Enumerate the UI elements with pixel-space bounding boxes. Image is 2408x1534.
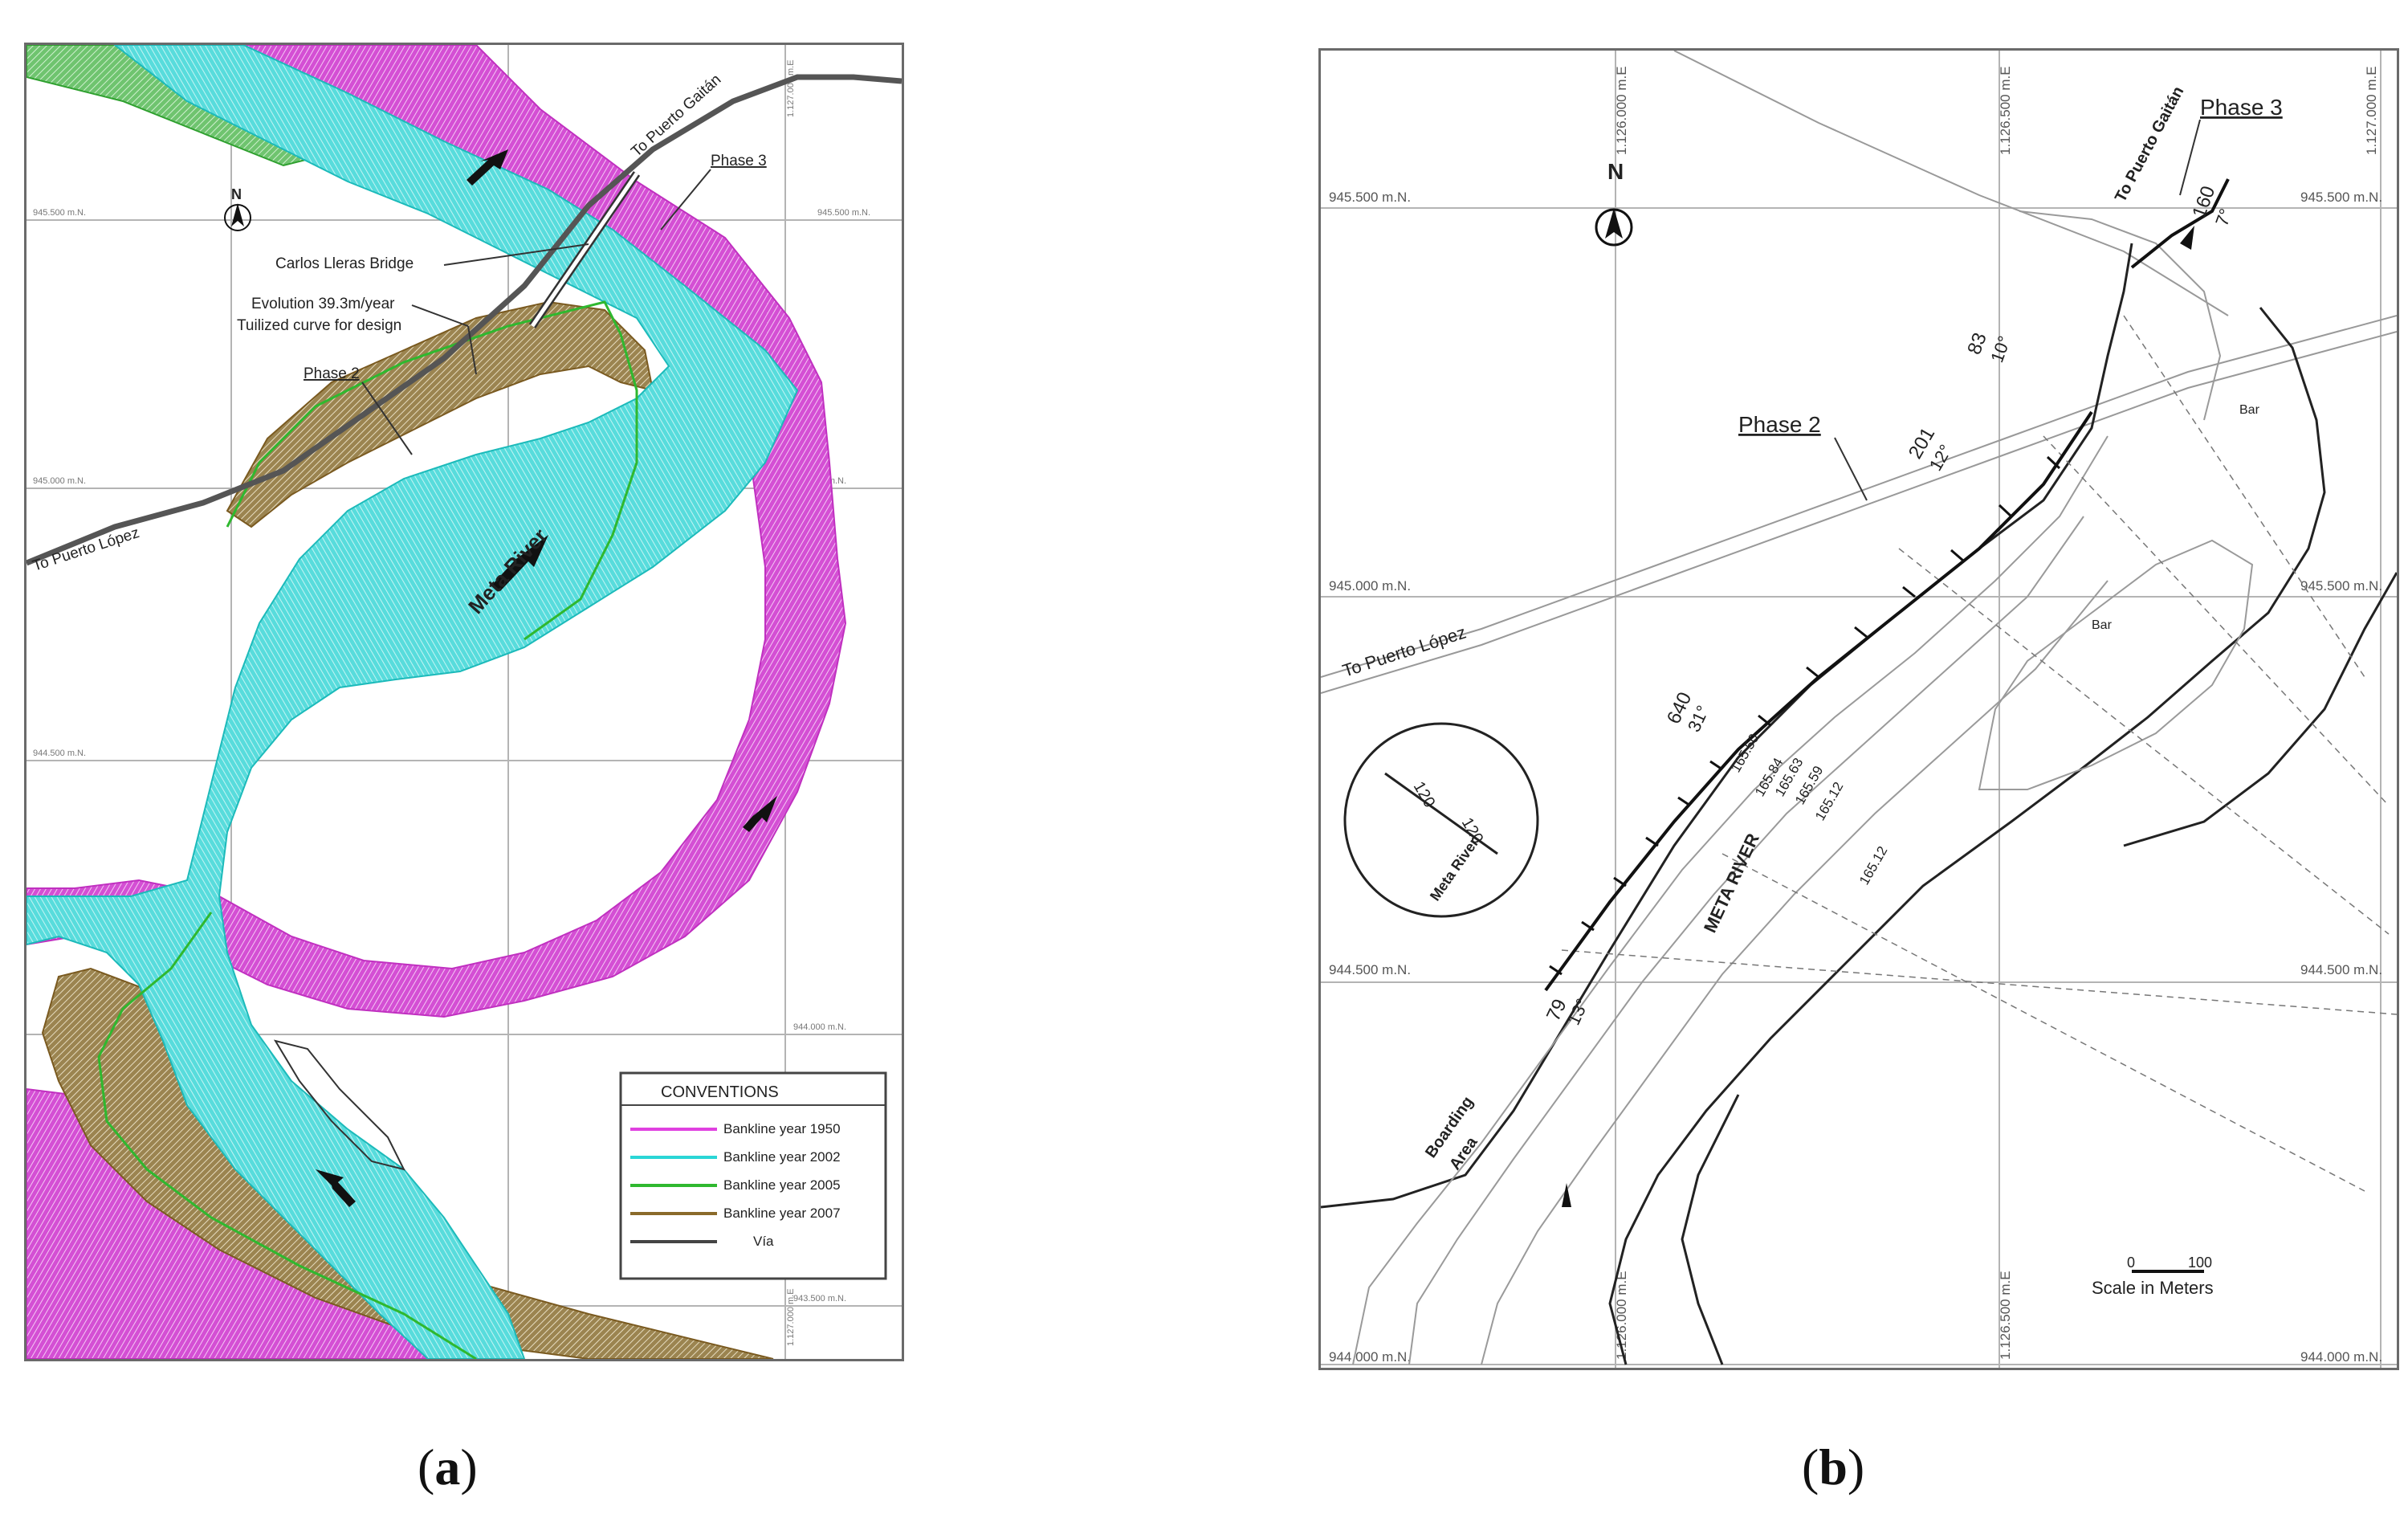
bar-label: Bar (2239, 403, 2260, 417)
north-arrow-icon: N (224, 186, 251, 231)
flow-arrow-icon (743, 796, 777, 832)
detail-inset: 120 120 Meta River (1343, 722, 1539, 918)
roads (1321, 51, 2397, 694)
coord-label: 943.500 m.N. (793, 1294, 846, 1303)
flow-arrows (316, 149, 777, 1207)
caption-letter: b (1819, 1438, 1848, 1495)
caption-a: (a) (418, 1438, 478, 1495)
caption-b: (b) (1802, 1438, 1865, 1495)
flow-arrows (1562, 226, 2194, 1207)
coord-label: 1.126.500 m.E (1998, 1271, 2013, 1360)
coord-label: 945.500 m.N. (2300, 578, 2382, 594)
legend-item: Bankline year 2002 (630, 1149, 841, 1165)
coord-label: 1.126.000 m.E (1614, 66, 1629, 155)
coord-label: 1.127.000 m.E (786, 59, 796, 117)
phase2-label: Phase 2 (304, 365, 360, 382)
inset-dimension: 120 (1410, 779, 1439, 811)
bankline-2005-line (97, 300, 638, 1359)
coord-label: 945.500 m.N. (817, 208, 870, 218)
coord-label: 1.127.000 m.E (786, 1288, 796, 1346)
coord-label: 944.000 m.N. (793, 1022, 846, 1032)
scale-bar: 0 100 Scale in Meters (2092, 1255, 2214, 1298)
north-arrow-icon: N (1595, 159, 1633, 247)
scale-zero: 0 (2127, 1255, 2135, 1271)
legend: CONVENTIONS Bankline year 1950 Bankline … (619, 1071, 887, 1280)
bankline-map: 945.500 m.N. 945.500 m.N. 945.000 m.N. 9… (26, 45, 902, 1359)
coord-label: 944.500 m.N. (33, 749, 86, 758)
evolution-label: Evolution 39.3m/year (251, 296, 395, 312)
phase2-label: Phase 2 (1738, 412, 1821, 437)
north-label: N (1607, 159, 1624, 184)
coord-label: 945.500 m.N. (1329, 190, 1411, 205)
carlos-lleras-bridge (528, 171, 641, 328)
coord-label: 944.500 m.N. (2300, 962, 2382, 977)
map-panel-b: 945.500 m.N. 945.500 m.N. 945.000 m.N. 9… (1318, 48, 2399, 1370)
grid-lines (1321, 51, 2397, 1368)
legend-label: Bankline year 2007 (723, 1206, 841, 1221)
scale-hundred: 100 (2188, 1255, 2212, 1271)
legend-label: Vía (753, 1234, 774, 1249)
dimension-label: 83 (1963, 330, 1991, 357)
flow-arrow-icon (316, 1169, 356, 1207)
legend-label: Bankline year 1950 (723, 1121, 841, 1136)
coord-label: 944.500 m.N. (1329, 962, 1411, 977)
legend-item: Bankline year 2007 (630, 1206, 841, 1221)
coord-label: 1.127.000 m.E (2364, 66, 2379, 155)
design-plan-map: 945.500 m.N. 945.500 m.N. 945.000 m.N. 9… (1321, 51, 2397, 1368)
road-label-lopez: To Puerto López (1340, 622, 1469, 680)
coord-label: 944.000 m.N. (1329, 1349, 1411, 1365)
legend-title: CONVENTIONS (661, 1083, 779, 1101)
coord-label: 945.000 m.N. (33, 476, 86, 486)
flow-arrow-icon (1562, 1183, 1571, 1207)
flow-arrow-icon (2180, 226, 2194, 250)
coord-label: 945.500 m.N. (2300, 190, 2382, 205)
dimension-label: 7° (2211, 206, 2236, 228)
coord-label: 1.126.500 m.E (1998, 66, 2013, 155)
legend-item: Bankline year 1950 (630, 1121, 841, 1136)
contour-label: 165.12 (1856, 843, 1890, 887)
inset-river-label: Meta River (1427, 834, 1482, 904)
road-label-lopez: To Puerto López (31, 524, 141, 575)
revetment-ticks (1549, 455, 2061, 976)
leader-lines (361, 169, 711, 455)
bar-label: Bar (2092, 618, 2113, 632)
phase3-label: Phase 3 (711, 153, 767, 169)
phase3-label: Phase 3 (2200, 95, 2283, 120)
coord-label: 945.500 m.N. (33, 208, 86, 218)
road-via (26, 74, 902, 566)
legend-label: Bankline year 2005 (723, 1177, 841, 1193)
map-panel-a: 945.500 m.N. 945.500 m.N. 945.000 m.N. 9… (24, 43, 904, 1361)
road-label-gaitan: To Puerto Gaitán (2112, 84, 2187, 205)
leader-lines (1834, 119, 2201, 501)
utilized-curve-label: Tuilized curve for design (237, 317, 401, 334)
depth-contours (1352, 210, 2254, 1365)
legend-item: Vía (630, 1234, 774, 1249)
coord-label: 945.000 m.N. (1329, 578, 1411, 594)
dimension-annotations: 160 7° 83 10° 201 12° 640 31° 79 13° (1542, 183, 2236, 1028)
flow-arrow-icon (492, 535, 548, 591)
north-label: N (231, 186, 242, 202)
bankline-2002-area (26, 45, 799, 1359)
legend-label: Bankline year 2002 (723, 1149, 841, 1165)
flow-arrow-icon (467, 149, 508, 186)
scale-title: Scale in Meters (2092, 1278, 2214, 1298)
river-label: META RIVER (1700, 830, 1763, 936)
grid-coordinates: 945.500 m.N. 945.500 m.N. 945.000 m.N. 9… (1329, 66, 2382, 1365)
river-banks (1321, 243, 2397, 1365)
coord-label: 944.000 m.N. (2300, 1349, 2382, 1365)
contour-values: 165.84 165.63 165.59 165.12 165.12 165.5… (1728, 731, 1890, 887)
bridge-label: Carlos Lleras Bridge (275, 255, 414, 272)
legend-item: Bankline year 2005 (630, 1177, 841, 1193)
caption-letter: a (434, 1438, 461, 1495)
section-lines (1561, 315, 2397, 1192)
